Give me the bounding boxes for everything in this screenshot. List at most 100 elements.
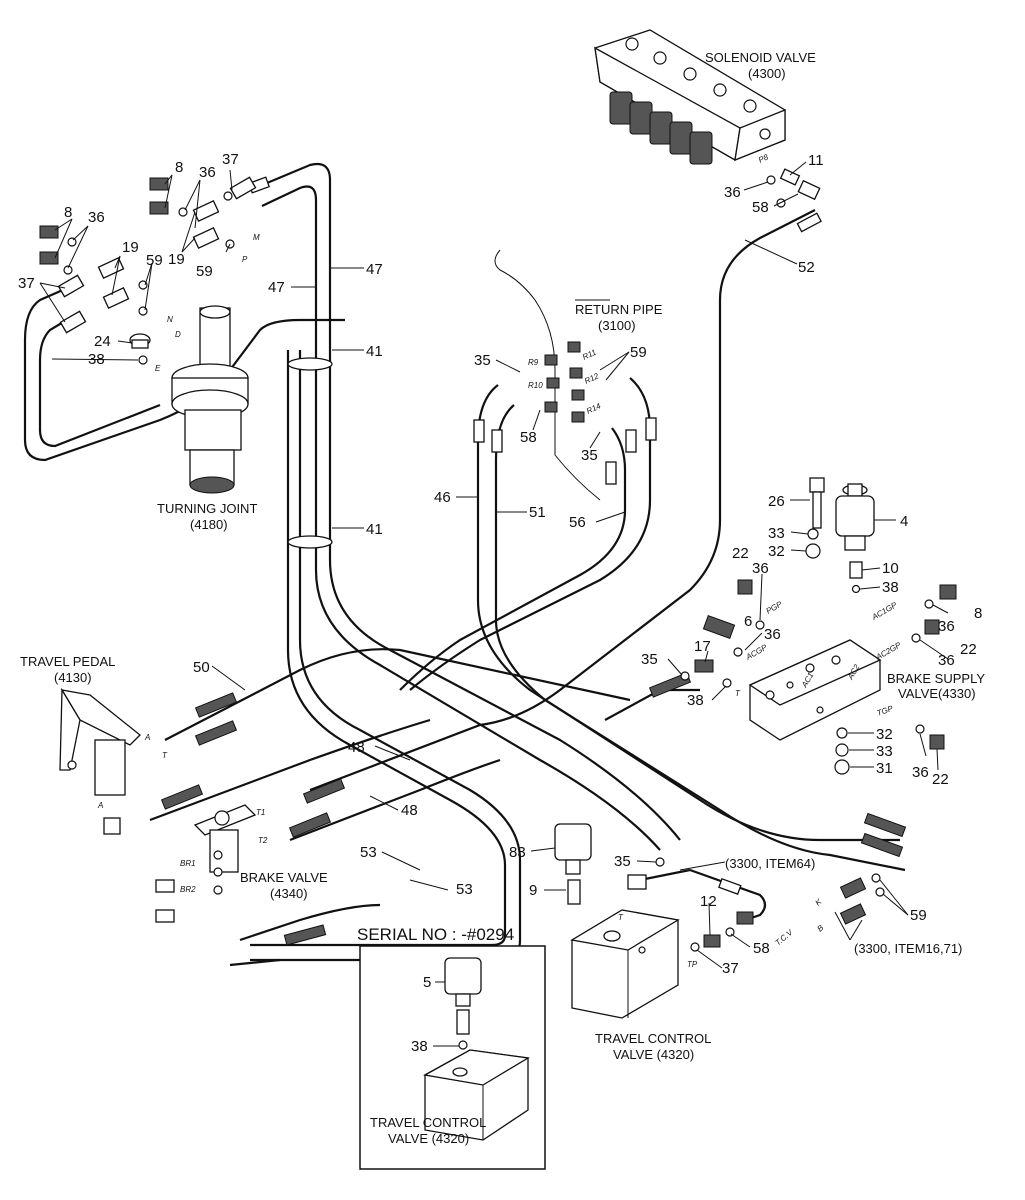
brake-supply-valve: BRAKE SUPPLY VALVE(4330)	[748, 639, 985, 741]
callout: 56	[569, 514, 586, 531]
callout: 36	[199, 164, 216, 181]
callout: 38	[687, 692, 704, 709]
port-b: B	[816, 923, 826, 934]
travel-pedal: TRAVEL PEDAL (4130)	[20, 654, 141, 835]
port-r12: R12	[583, 371, 601, 386]
hose-fittings	[160, 176, 907, 946]
brake-valve: BRAKE VALVE (4340)	[155, 804, 328, 923]
callout: 35	[641, 651, 658, 668]
bolt	[809, 477, 825, 529]
callout: 10	[882, 560, 899, 577]
turning-joint-name: TURNING JOINT	[157, 501, 257, 516]
return-pipe: RETURN PIPE (3100)	[494, 249, 663, 501]
solenoid-valve: SOLENOID VALVE (4300)	[594, 29, 816, 165]
reference-item64: (3300, ITEM64)	[725, 856, 815, 871]
callout: 36	[938, 652, 955, 669]
inset-serial: SERIAL NO : -#0294	[357, 925, 514, 944]
solenoid-fittings	[766, 168, 821, 208]
callout: 22	[732, 545, 749, 562]
callout: 38	[88, 351, 105, 368]
callout: 36	[764, 626, 781, 643]
callout: 59	[196, 263, 213, 280]
port-t: T	[735, 689, 741, 698]
port-ac1gp: AC1GP	[870, 600, 899, 622]
solenoid-coils	[609, 91, 713, 165]
port-ac2gp: AC2GP	[874, 640, 903, 662]
callout-leaders	[39, 161, 949, 1047]
port-tgp: TGP	[876, 704, 895, 718]
callout: 38	[411, 1038, 428, 1055]
return-pipe-ports	[544, 341, 585, 423]
port-r9: R9	[528, 358, 539, 367]
callout: 37	[222, 151, 239, 168]
callout: 53	[360, 844, 377, 861]
hose-clamps	[287, 357, 333, 549]
callout: 22	[932, 771, 949, 788]
travel-control-valve-code: VALVE (4320)	[613, 1047, 694, 1062]
callout: 19	[122, 239, 139, 256]
callout: 36	[938, 618, 955, 635]
tcv-port-fittings	[839, 873, 885, 925]
accumulator	[835, 483, 875, 551]
callout: 47	[268, 279, 285, 296]
port-k: K	[814, 897, 824, 908]
callout: 36	[88, 209, 105, 226]
port-t-tcv: T	[618, 913, 624, 922]
port-m: M	[253, 233, 260, 242]
port-br2: BR2	[180, 885, 196, 894]
callout: 5	[423, 974, 431, 991]
port-r14: R14	[585, 401, 603, 416]
port-pgp: PGP	[765, 599, 785, 616]
brake-supply-fittings	[680, 528, 957, 775]
callout: 41	[366, 343, 383, 360]
callout: 33	[876, 743, 893, 760]
solenoid-valve-name: SOLENOID VALVE	[705, 50, 816, 65]
callout: 51	[529, 504, 546, 521]
callout: 38	[882, 579, 899, 596]
callout: 58	[753, 940, 770, 957]
callout: 35	[614, 853, 631, 870]
travel-control-valve-name: TRAVEL CONTROL	[595, 1031, 711, 1046]
brake-valve-code: (4340)	[270, 886, 308, 901]
callout: 8	[64, 204, 72, 221]
callout: 37	[18, 275, 35, 292]
port-br1: BR1	[180, 859, 196, 868]
callout: 4	[900, 513, 908, 530]
port-t-pedal: T	[162, 751, 168, 760]
callout: 48	[401, 802, 418, 819]
callout: 8	[175, 159, 183, 176]
callout: 59	[910, 907, 927, 924]
callout: 41	[366, 521, 383, 538]
port-t1: T1	[256, 808, 265, 817]
callout: 36	[912, 764, 929, 781]
callout: 47	[366, 261, 383, 278]
callout: 36	[724, 184, 741, 201]
travel-control-valve: TRAVEL CONTROL VALVE (4320)	[554, 823, 754, 1062]
callout: 31	[876, 760, 893, 777]
callout: 9	[529, 882, 537, 899]
turning-joint-fittings	[39, 176, 257, 365]
return-pipe-name: RETURN PIPE	[575, 302, 663, 317]
brake-supply-valve-name: BRAKE SUPPLY	[887, 671, 985, 686]
callout: 83	[509, 844, 526, 861]
callout: 59	[630, 344, 647, 361]
callout: 32	[768, 543, 785, 560]
port-e: E	[155, 364, 161, 373]
callout: 36	[752, 560, 769, 577]
callout: 35	[581, 447, 598, 464]
callout: 6	[744, 613, 752, 630]
callout: 58	[752, 199, 769, 216]
port-tp: TP	[687, 960, 698, 969]
callout: 22	[960, 641, 977, 658]
brake-valve-name: BRAKE VALVE	[240, 870, 328, 885]
inset-valve-name: TRAVEL CONTROL	[370, 1115, 486, 1130]
travel-pedal-code: (4130)	[54, 670, 92, 685]
return-pipe-code: (3100)	[598, 318, 636, 333]
port-acgp: ACGP	[744, 642, 770, 662]
callout: 50	[193, 659, 210, 676]
callout: 8	[974, 605, 982, 622]
callout: 58	[520, 429, 537, 446]
callout: 12	[700, 893, 717, 910]
callout: 59	[146, 252, 163, 269]
